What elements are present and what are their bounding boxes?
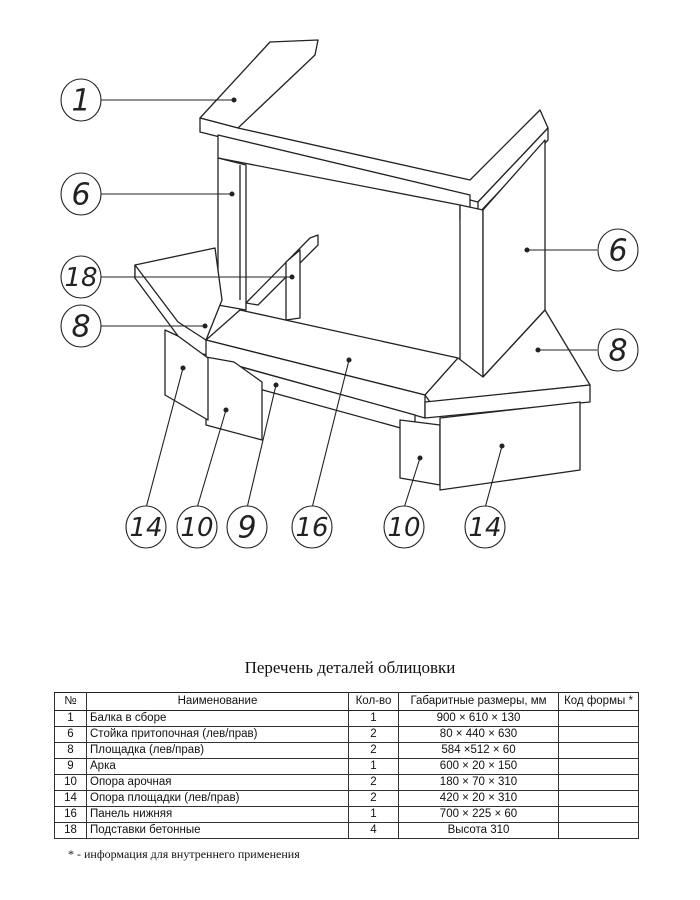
footnote: * - информация для внутреннего применени… [68,847,300,861]
cell-dimensions: 180 × 70 × 310 [398,774,559,791]
cell-number: 14 [54,790,87,807]
cell-form-code [558,790,639,807]
callout-8-right-circle [597,328,639,372]
callout-16-circle [291,505,333,549]
cell-dimensions: 900 × 610 × 130 [398,710,559,727]
header-dimensions: Габаритные размеры, мм [398,692,559,711]
callout-label: 1 [71,84,90,119]
cell-dimensions: 584 ×512 × 60 [398,742,559,759]
callout-8-left-circle [60,304,102,348]
callout-18-circle [60,255,102,299]
callout-label: 18 [64,263,97,293]
cell-name: Стойка притопочная (лев/прав) [86,726,349,743]
right-post [459,204,484,378]
cell-form-code [558,774,639,791]
cell-name: Арка [86,758,349,775]
cell-name: Панель нижняя [86,806,349,823]
header-name: Наименование [86,692,349,711]
cell-name: Опора арочная [86,774,349,791]
callout-label: 6 [608,234,627,269]
callout-14-left-circle [125,505,167,549]
cell-name: Подставки бетонные [86,822,349,839]
cell-number: 16 [54,806,87,823]
cell-quantity: 2 [348,790,399,807]
cell-quantity: 4 [348,822,399,839]
cell-number: 8 [54,742,87,759]
cell-number: 9 [54,758,87,775]
cell-number: 1 [54,710,87,727]
right-platform-front [424,384,591,419]
cell-name: Площадка (лев/прав) [86,742,349,759]
table-header-row: № Наименование Кол-во Габаритные размеры… [54,692,639,711]
platform-support-right [439,401,581,491]
callout-label: 9 [237,511,256,546]
cell-quantity: 1 [348,758,399,775]
cell-dimensions: 700 × 225 × 60 [398,806,559,823]
callout-label: 10 [387,513,420,543]
callout-1-circle [60,78,102,122]
cell-dimensions: 600 × 20 × 150 [398,758,559,775]
cell-quantity: 2 [348,726,399,743]
cell-form-code [558,758,639,775]
cell-number: 10 [54,774,87,791]
callout-label: 10 [180,513,213,543]
callout-10-left-circle [176,505,218,549]
cell-dimensions: 420 × 20 × 310 [398,790,559,807]
cell-quantity: 2 [348,774,399,791]
cell-name: Опора площадки (лев/прав) [86,790,349,807]
callout-6-right-circle [597,228,639,272]
cell-form-code [558,806,639,823]
rear-rail [245,234,319,306]
cell-dimensions: Высота 310 [398,822,559,839]
parts-table: № Наименование Кол-во Габаритные размеры… [54,692,639,839]
callout-6-left-circle [60,172,102,216]
cell-form-code [558,742,639,759]
header-form-code: Код формы * [558,692,639,711]
left-post [217,157,247,311]
fireplace-cladding-drawing: 1 6 18 8 6 8 14 10 9 16 10 14 [60,39,639,549]
cell-form-code [558,726,639,743]
callout-label: 8 [71,310,90,345]
callout-10-right-circle [383,505,425,549]
cell-form-code [558,710,639,727]
callout-label: 6 [71,178,90,213]
cell-name: Балка в сборе [86,710,349,727]
cell-form-code [558,822,639,839]
callout-label: 8 [608,334,627,369]
cell-dimensions: 80 × 440 × 630 [398,726,559,743]
cell-quantity: 2 [348,742,399,759]
header-number: № [54,692,87,711]
cell-quantity: 1 [348,710,399,727]
cell-quantity: 1 [348,806,399,823]
header-quantity: Кол-во [348,692,399,711]
rear-stand [285,249,301,321]
callout-14-right-circle [464,505,506,549]
arch-support-right [399,419,441,486]
cell-number: 18 [54,822,87,839]
callout-label: 16 [295,513,328,543]
cell-number: 6 [54,726,87,743]
callout-label: 14 [468,513,501,543]
parts-list-title: Перечень деталей облицовки [244,658,456,677]
callout-label: 14 [129,513,162,543]
callout-9-circle [226,505,268,549]
beam-top-left [199,39,319,129]
